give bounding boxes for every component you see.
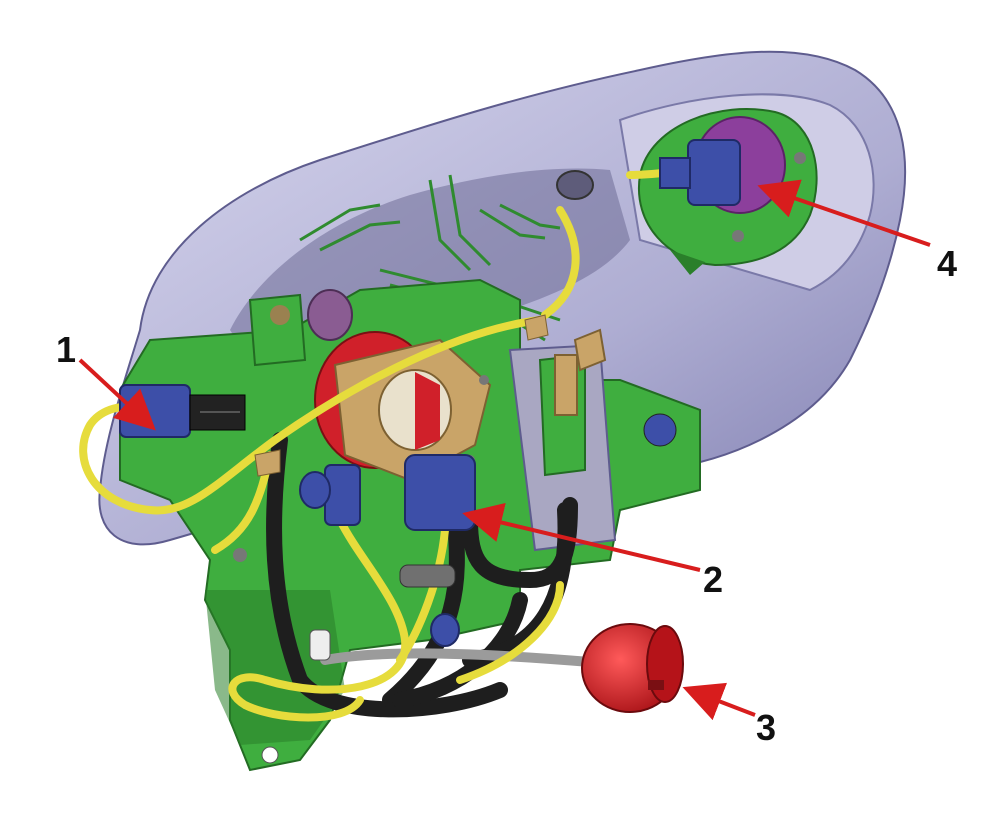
gray-cable: [320, 648, 595, 667]
callout-arrow-1: [78, 358, 156, 431]
callout-arrow-2: [462, 502, 701, 572]
top-knob: [307, 289, 353, 341]
fittings: [254, 170, 594, 661]
blue-connector-icon: [687, 139, 741, 206]
callout-label-2: 2: [703, 559, 723, 600]
component-3: [581, 623, 684, 713]
green-sensor-module: [538, 328, 607, 477]
connector-2: [299, 454, 476, 531]
callout-arrows: [78, 179, 931, 721]
connector-4: [659, 139, 741, 206]
callout-label-3: 3: [756, 707, 776, 748]
blue-connector-icon: [404, 454, 476, 531]
callout-label-4: 4: [937, 243, 957, 284]
callout-arrow-3: [682, 682, 756, 721]
callout-arrow-4: [757, 179, 931, 247]
callout-label-1: 1: [56, 329, 76, 370]
blue-connector-icon: [119, 384, 191, 438]
black-hose-loop: [462, 497, 578, 589]
